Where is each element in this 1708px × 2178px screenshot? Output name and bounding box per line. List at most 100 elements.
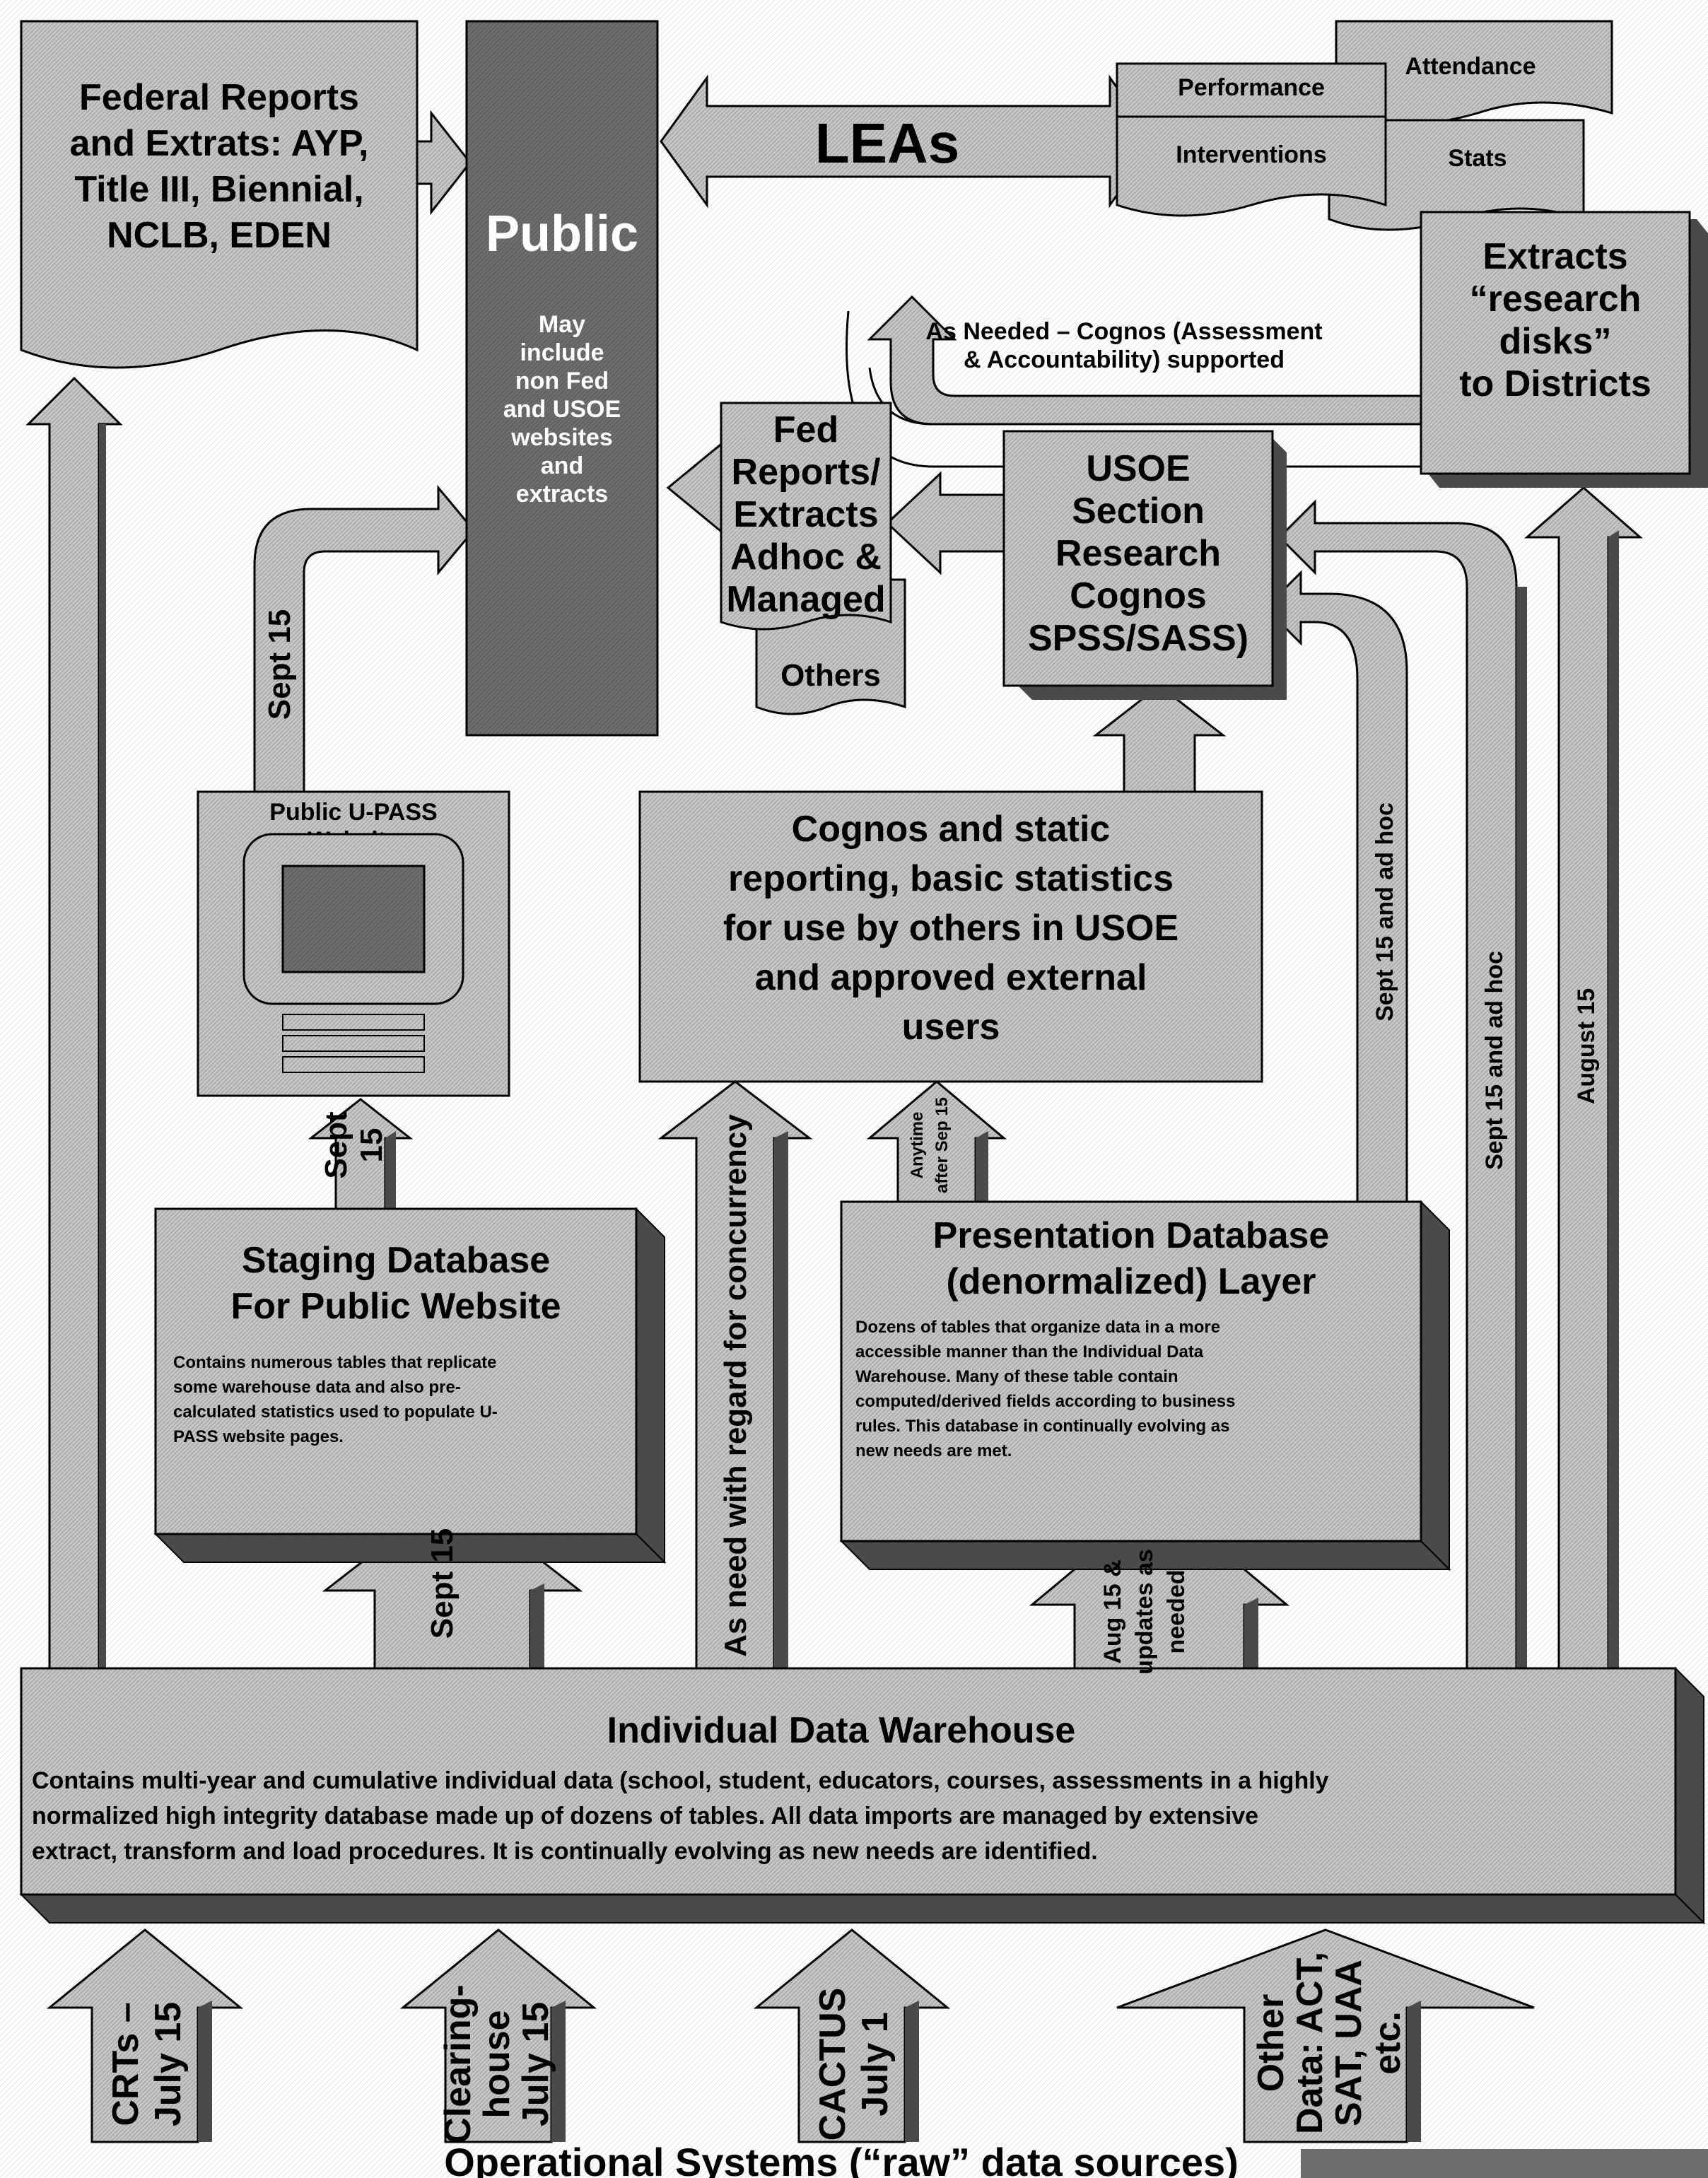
warehouse-title: Individual Data Warehouse: [607, 1710, 1076, 1751]
arrow-usoe-to-fedreports: [885, 471, 1005, 575]
lea-interventions-label: Interventions: [1176, 141, 1326, 168]
arrow-staging-to-website: [308, 1098, 414, 1210]
arrow-warehouse-to-federal: [25, 376, 123, 1677]
arrow-cognos-to-usoe: [1092, 684, 1227, 793]
extracts-box: Extracts “research disks” to Districts: [1420, 211, 1708, 488]
warehouse-desc: Contains multi-year and cumulative indiv…: [32, 1767, 1329, 1794]
label-aug15: Aug 15 &: [1099, 1559, 1126, 1663]
federal-reports-box: Federal Reports and Extrats: AYP, Title …: [20, 20, 419, 369]
lea-performance-label: Performance: [1178, 74, 1325, 101]
label-sept15-staging: 15: [354, 1128, 389, 1163]
source-label: CACTUS: [812, 1988, 853, 2141]
source-label: July 15: [515, 2002, 556, 2126]
presentation-desc: rules. This database in continually evol…: [855, 1417, 1230, 1436]
public-line: and: [541, 452, 583, 479]
fed-reports-others: Others: [780, 658, 881, 693]
extracts-line: Extracts: [1482, 236, 1627, 277]
upass-line: Public U-PASS: [269, 799, 437, 826]
cognos-box: Cognos and static reporting, basic stati…: [638, 790, 1263, 1083]
usoe-box: USOE Section Research Cognos SPSS/SASS): [1002, 430, 1287, 700]
public-line: websites: [510, 424, 613, 451]
presentation-desc: accessible manner than the Individual Da…: [855, 1342, 1204, 1362]
leas-title: LEAs: [815, 112, 960, 175]
usoe-line: USOE: [1086, 448, 1190, 489]
public-line: May: [539, 311, 585, 338]
label-anytime: Anytime: [908, 1112, 927, 1179]
staging-title: For Public Website: [230, 1286, 561, 1327]
warehouse-desc: extract, transform and load procedures. …: [32, 1838, 1098, 1865]
arrow-website-to-public: [253, 484, 475, 793]
usoe-line: SPSS/SASS): [1028, 618, 1248, 659]
label-as-need-concurrency: As need with regard for concurrency: [718, 1114, 753, 1657]
public-box: Public May include non Fed and USOE webs…: [465, 20, 659, 737]
label-anytime: after Sep 15: [932, 1097, 952, 1193]
public-line: non Fed: [515, 368, 609, 394]
public-line: and USOE: [503, 396, 621, 423]
label-sept15-adhoc-1: Sept 15 and ad hoc: [1371, 802, 1398, 1021]
source-label: Clearing-: [438, 1984, 479, 2143]
staging-desc: Contains numerous tables that replicate: [173, 1353, 496, 1372]
public-title: Public: [486, 206, 638, 262]
label-sept15-website: Sept 15: [262, 609, 297, 720]
as-needed-line: & Accountability) supported: [964, 346, 1285, 373]
fed-reports-line: Fed: [773, 409, 838, 450]
arrow-warehouse-to-extracts: [1524, 486, 1643, 1677]
extracts-line: to Districts: [1459, 363, 1651, 404]
presentation-desc: computed/derived fields according to bus…: [855, 1392, 1235, 1411]
extracts-line: disks”: [1499, 321, 1612, 362]
cognos-line: Cognos and static: [792, 809, 1111, 850]
monitor-icon: [242, 833, 464, 1073]
federal-reports-line: Federal Reports: [79, 77, 359, 118]
source-arrow-other: Other Data: ACT, SAT, UAA etc.: [1116, 1928, 1535, 2143]
fed-reports-line: Managed: [726, 579, 885, 620]
cognos-line: for use by others in USOE: [723, 908, 1178, 949]
fed-reports-line: Adhoc &: [730, 537, 882, 578]
extracts-line: “research: [1470, 279, 1642, 320]
staging-desc: PASS website pages.: [173, 1427, 344, 1446]
source-label: house: [476, 2010, 517, 2118]
presentation-desc: Dozens of tables that organize data in a…: [855, 1318, 1220, 1337]
arrow-presentation-to-cognos: [866, 1080, 1007, 1203]
presentation-desc: new needs are met.: [855, 1441, 1012, 1460]
federal-reports-line: Title III, Biennial,: [74, 169, 363, 210]
staging-desc: some warehouse data and also pre-: [173, 1378, 461, 1397]
source-arrow-cactus: CACTUS July 1: [753, 1928, 951, 2143]
arrow-warehouse-to-cognos: [657, 1080, 813, 1677]
source-label: July 15: [148, 2002, 189, 2126]
presentation-title: Presentation Database: [933, 1215, 1330, 1256]
footer-title: Operational Systems (“raw” data sources): [444, 2140, 1239, 2178]
public-line: include: [520, 339, 604, 366]
usoe-line: Research: [1055, 533, 1221, 574]
cognos-line: users: [902, 1007, 1000, 1048]
public-line: extracts: [516, 481, 608, 508]
arrow-warehouse-to-usoe: [1277, 499, 1527, 1677]
usoe-line: Cognos: [1070, 575, 1207, 616]
label-august15: August 15: [1573, 988, 1600, 1104]
upass-website-box: Public U-PASS Website: [197, 790, 510, 1097]
source-label: CRTs –: [105, 2002, 146, 2126]
staging-title: Staging Database: [242, 1240, 550, 1281]
label-sept15-staging: Sept: [319, 1111, 353, 1179]
cognos-line: reporting, basic statistics: [728, 858, 1174, 899]
label-sept15-warehouse: Sept 15: [425, 1528, 460, 1639]
source-label: etc.: [1367, 2011, 1408, 2075]
federal-reports-line: and Extrats: AYP,: [70, 123, 369, 164]
cognos-line: and approved external: [755, 957, 1147, 998]
warehouse-desc: normalized high integrity database made …: [32, 1803, 1258, 1829]
label-sept15-adhoc-2: Sept 15 and ad hoc: [1481, 951, 1508, 1170]
footer-bar: [1301, 2149, 1708, 2178]
fed-reports-box: Others Fed Reports/ Extracts Adhoc & Man…: [720, 402, 906, 715]
federal-reports-line: NCLB, EDEN: [107, 215, 332, 256]
arrow-presentation-to-usoe: [1263, 570, 1408, 1203]
lea-attendance-label: Attendance: [1405, 53, 1536, 80]
source-label: Data: ACT,: [1289, 1952, 1330, 2134]
warehouse-box: Individual Data Warehouse Contains multi…: [19, 1666, 1706, 1925]
presentation-title: (denormalized) Layer: [946, 1261, 1316, 1302]
lea-stats-label: Stats: [1448, 145, 1507, 172]
source-label: July 1: [855, 2012, 896, 2116]
fed-reports-line: Extracts: [733, 494, 878, 535]
lea-documents: Attendance Performance Stats Interventio…: [1116, 20, 1613, 231]
source-label: SAT, UAA: [1328, 1960, 1369, 2126]
